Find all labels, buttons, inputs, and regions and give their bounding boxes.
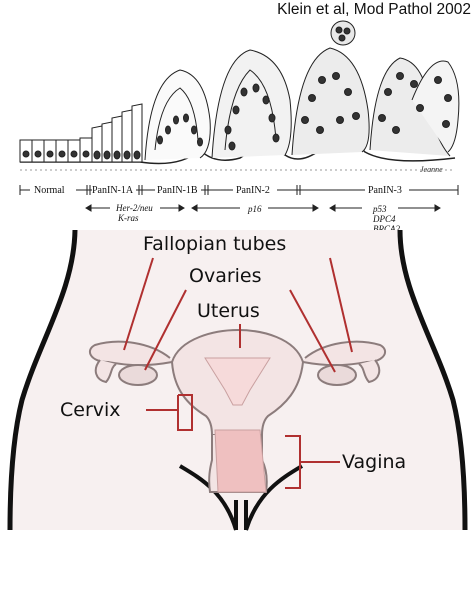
label-ovaries: Ovaries (189, 265, 262, 287)
marker-her2neu: Her-2/neu (115, 203, 153, 213)
marker-p16: p16 (247, 204, 262, 214)
marker-arrows (85, 204, 441, 212)
panin-diagram: Jeanne Normal PanIN-1A PanIN-1B PanIN-2 … (19, 20, 460, 232)
stage-label-panin-2: PanIN-2 (236, 185, 270, 196)
artist-signature: Jeanne (420, 165, 443, 174)
citation-text: Klein et al, Mod Pathol 2002 (277, 1, 471, 18)
marker-kras: K-ras (117, 213, 139, 223)
marker-brca2: BRCA2 (373, 224, 400, 232)
marker-dpc4: DPC4 (372, 214, 396, 224)
uterus-drawing (88, 328, 387, 493)
label-vagina: Vagina (342, 451, 406, 473)
leader-lines (123, 257, 353, 489)
stage-label-panin-1a: PanIN-1A (92, 185, 134, 196)
stage-label-panin-1b: PanIN-1B (157, 185, 198, 196)
anatomy-diagram: Fallopian tubes Ovaries Uterus Cervix Va… (7, 230, 468, 531)
epithelium-drawing (19, 20, 460, 171)
label-cervix: Cervix (60, 399, 121, 421)
stage-label-normal: Normal (34, 185, 65, 196)
stage-label-panin-3: PanIN-3 (368, 185, 402, 196)
label-uterus: Uterus (197, 300, 260, 322)
marker-p53: p53 (372, 204, 387, 214)
label-fallopian-tubes: Fallopian tubes (143, 233, 286, 255)
